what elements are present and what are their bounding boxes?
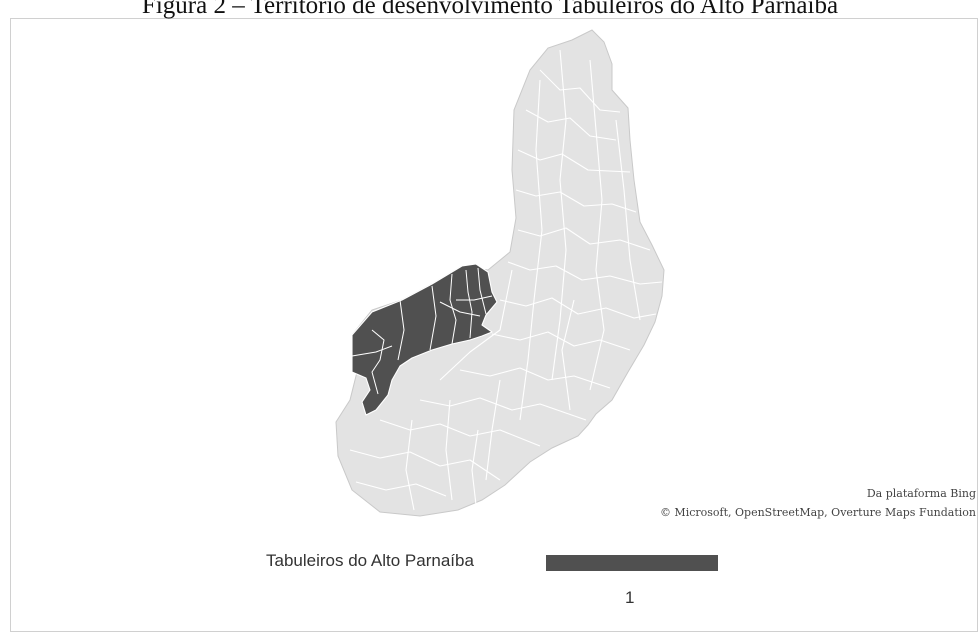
attribution-credits: © Microsoft, OpenStreetMap, Overture Map… — [659, 506, 976, 519]
municipality-borders — [349, 49, 663, 511]
highlighted-region — [351, 263, 498, 416]
legend-label: Tabuleiros do Alto Parnaíba — [266, 551, 474, 570]
figure-caption: Figura 2 – Território de desenvolvimento… — [141, 0, 839, 19]
legend-value: 1 — [625, 588, 635, 607]
highlighted-territory — [351, 263, 498, 416]
state-region — [335, 29, 665, 517]
attribution-source: Da plataforma Bing — [866, 487, 976, 500]
legend-swatch — [546, 555, 718, 571]
